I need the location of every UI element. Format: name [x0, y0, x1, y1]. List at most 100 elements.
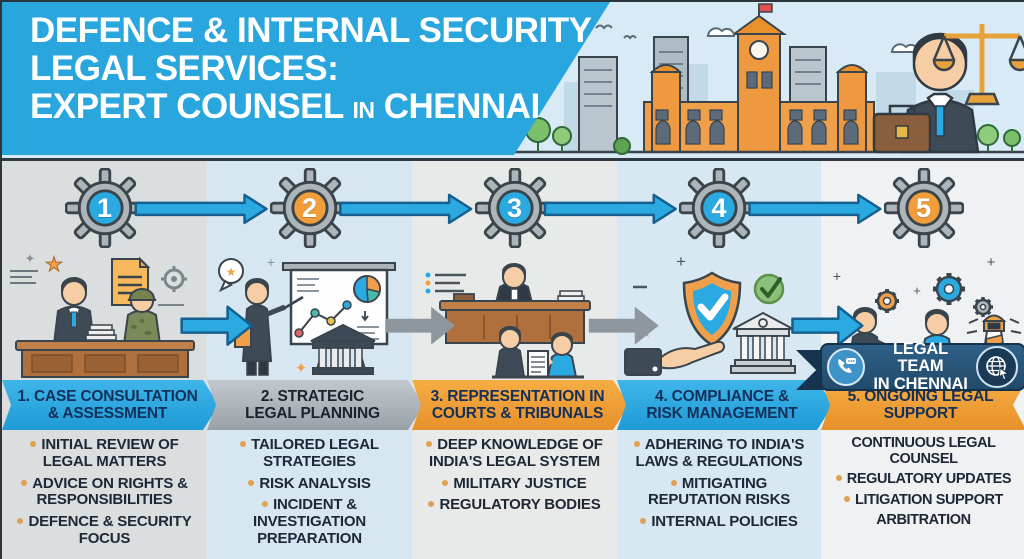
books-stack [557, 290, 585, 302]
star-icon: ★ [45, 254, 63, 276]
star-speech-bubble-icon: ★ [218, 258, 244, 293]
bullet-item: INCIDENT & INVESTIGATION PREPARATION [253, 496, 366, 547]
small-gear-icon [158, 266, 187, 306]
illustration-compliance-shield: + ★ [623, 252, 796, 376]
process-columns: 1 ★ ✦ [2, 161, 1024, 559]
ribbon-text: LEGAL TEAM IN CHENNAI [873, 340, 968, 393]
green-check-icon [753, 273, 784, 305]
step-column-3: 3 [412, 161, 617, 559]
step-4-gear: 4 [678, 167, 760, 249]
consultation-desk [15, 340, 195, 378]
bullet-dot [633, 441, 640, 447]
step-number: 4 [711, 192, 727, 223]
bullet-item: ADHERING TO INDIA'S LAWS & REGULATIONS [633, 436, 805, 470]
gear-icon [474, 167, 555, 249]
bullet-dot [835, 475, 842, 482]
courthouse-icon [310, 323, 376, 375]
bullet-dot [240, 441, 247, 447]
bullet-dot [640, 518, 647, 525]
sparkle-icon: ✦ [25, 251, 36, 266]
bullet-item: LITIGATION SUPPORT [821, 492, 1024, 508]
step-5-bullets: CONTINUOUS LEGAL COUNSEL REGULATORY UPDA… [821, 435, 1024, 528]
step-number: 1 [96, 192, 113, 223]
bullet-item: INTERNAL POLICIES [617, 513, 821, 531]
legal-team-ribbon: LEGAL TEAM IN CHENNAI [796, 340, 1024, 393]
illustration-consultation-desk: ★ ✦ [10, 251, 195, 378]
step-number: 5 [915, 192, 932, 223]
step-2-bullets: TAILORED LEGAL STRATEGIES RISK ANALYSIS … [207, 436, 412, 548]
bullet-dot [442, 479, 449, 486]
bullet-dot [670, 479, 677, 486]
bullet-item: REGULATORY BODIES [412, 496, 617, 514]
step-4-bullets: ADHERING TO INDIA'S LAWS & REGULATIONS M… [617, 436, 821, 531]
illustration-courtroom [425, 263, 591, 379]
step-column-4: 4 + ★ [617, 161, 821, 559]
svg-text:★: ★ [226, 265, 237, 279]
step-3-gear: 3 [474, 167, 555, 249]
presentation-board [282, 262, 396, 372]
page-title: DEFENCE & INTERNAL SECURITY LEGAL SERVIC… [30, 11, 592, 125]
gavel-icon [453, 293, 475, 302]
checklist-icon [425, 272, 466, 294]
sparkle-icon: ✦ [295, 360, 308, 377]
plus-icon: + [913, 283, 921, 298]
gear-icon [883, 167, 964, 249]
title-line-2: LEGAL SERVICES: [30, 48, 339, 88]
judge-figure [494, 263, 534, 304]
plus-icon: + [833, 268, 841, 284]
courthouse-icon [729, 311, 796, 374]
text-lines-icon [10, 270, 38, 284]
header: ✦ [2, 2, 1024, 161]
open-hand-icon [623, 340, 725, 376]
step-1-banner: 1. CASE CONSULTATION& ASSESSMENT [2, 380, 219, 430]
step-1-gear: 1 [64, 167, 145, 249]
bullet-item: CONTINUOUS LEGAL COUNSEL [851, 435, 996, 468]
step-column-1: 1 ★ ✦ [2, 161, 207, 559]
chennai-skyline-illustration: ✦ [504, 3, 1024, 155]
bullet-item: RISK ANALYSIS [207, 475, 412, 493]
step-1-bullets: INITIAL REVIEW OF LEGAL MATTERS ADVICE O… [2, 436, 207, 548]
bullet-item: MILITARY JUSTICE [412, 475, 617, 493]
star-icon: ★ [637, 324, 651, 341]
gear-icon [269, 167, 350, 249]
step-3-bullets: DEEP KNOWLEDGE OF INDIA'S LEGAL SYSTEM M… [412, 436, 617, 514]
gear-icon [64, 167, 145, 249]
lawyer-figure [494, 326, 526, 378]
phone-chat-icon [827, 348, 865, 386]
step-4-banner: 4. COMPLIANCE &RISK MANAGEMENT [617, 380, 833, 430]
bullet-item: TAILORED LEGAL STRATEGIES [207, 436, 412, 471]
bullet-dot [426, 441, 433, 447]
birds [595, 24, 637, 40]
bullet-dot [428, 501, 435, 508]
bullet-item: ARBITRATION [876, 511, 971, 528]
illustration-strategy-board: ★ + [218, 254, 396, 377]
bullet-item: ADVICE ON RIGHTS & RESPONSIBILITIES [2, 475, 207, 510]
title-in-word: IN [352, 96, 375, 123]
scales-of-justice-icon [932, 24, 1024, 106]
step-number: 3 [506, 192, 523, 223]
soldier-figure [122, 288, 162, 345]
plus-sparkle-icon: + [267, 254, 275, 270]
lawyer-figure [52, 277, 96, 345]
plus-icon: + [676, 252, 686, 271]
bullet-dot [248, 479, 255, 486]
bullet-item: INITIAL REVIEW OF LEGAL MATTERS [2, 436, 207, 471]
step-2-gear: 2 [269, 167, 350, 249]
bullet-dot [21, 479, 28, 486]
step-5-gear: 5 [883, 167, 964, 249]
bullet-dot [843, 495, 850, 502]
bullet-dot [262, 501, 269, 508]
legal-document-icon [527, 350, 549, 378]
bullet-dot [17, 518, 24, 525]
ribbon-body: LEGAL TEAM IN CHENNAI [820, 340, 1024, 393]
globe-cursor-icon [976, 346, 1018, 388]
bullet-item: MITIGATING REPUTATION RISKS [647, 474, 791, 509]
bullet-item: REGULATORY UPDATES [821, 471, 1024, 487]
books-stack [85, 324, 117, 341]
shield-check-icon [682, 271, 741, 347]
title-line-1: DEFENCE & INTERNAL SECURITY [30, 11, 592, 50]
plus-icon: + [987, 254, 996, 271]
